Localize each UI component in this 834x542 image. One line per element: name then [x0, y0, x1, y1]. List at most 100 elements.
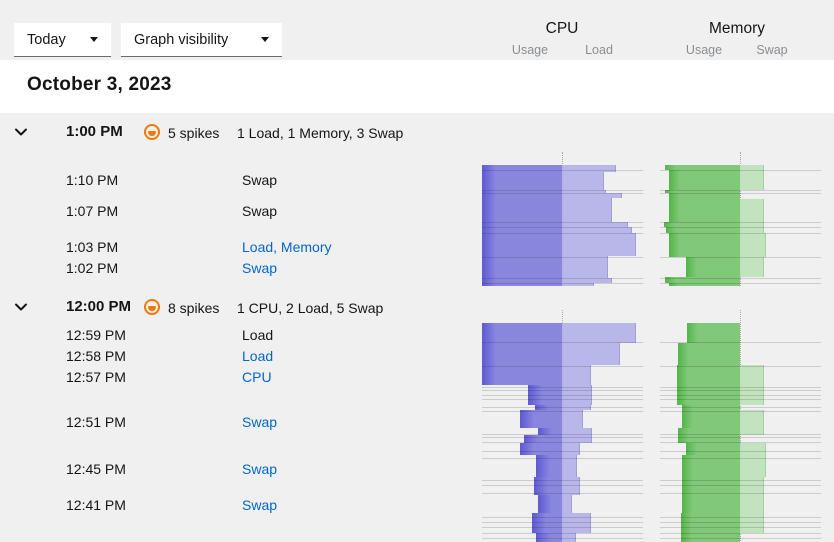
cpu-usage-slice: [524, 435, 562, 443]
event-gridline: [660, 193, 821, 194]
event-gridline: [482, 458, 643, 459]
memory-usage-slice: [687, 323, 740, 343]
event-time: 12:45 PM: [66, 461, 126, 477]
chevron-down-icon[interactable]: [12, 124, 30, 142]
cpu-history-chart: [482, 165, 643, 286]
event-gridline: [660, 480, 821, 481]
cpu-load-slice: [562, 365, 591, 385]
event-type-link[interactable]: Swap: [242, 461, 278, 477]
event-type-label: Load: [242, 327, 274, 343]
event-time: 12:51 PM: [66, 414, 126, 430]
cpu-usage-slice: [482, 233, 562, 256]
cpu-load-slice: [562, 405, 591, 410]
cpu-load-slice: [562, 495, 572, 513]
event-type-link[interactable]: Swap: [242, 260, 278, 276]
event-gridline: [660, 434, 821, 435]
event-type-link[interactable]: CPU: [242, 369, 272, 385]
memory-usage-slice: [669, 170, 740, 190]
event-gridline: [482, 522, 643, 523]
cpu-load-slice: [562, 222, 628, 227]
cpu-usage-slice: [482, 227, 562, 233]
spike-count: 5 spikes: [168, 125, 220, 141]
cpu-usage-slice: [482, 222, 562, 227]
event-gridline: [482, 170, 643, 171]
event-row: 12:51 PM Swap: [0, 414, 480, 433]
event-row: 1:02 PM Swap: [0, 260, 480, 279]
cpu-usage-slice: [482, 172, 562, 190]
event-time: 1:02 PM: [66, 260, 119, 276]
memory-usage-slice: [666, 227, 740, 233]
event-gridline: [482, 442, 643, 443]
cpu-usage-slice: [534, 477, 562, 495]
event-gridline: [660, 527, 821, 528]
event-gridline: [660, 283, 821, 284]
memory-usage-slice: [677, 365, 740, 385]
event-gridline: [482, 517, 643, 518]
memory-swap-sublabel: Swap: [756, 43, 788, 57]
event-type-link[interactable]: Swap: [242, 414, 278, 430]
cpu-load-slice: [562, 513, 591, 533]
cpu-usage-slice: [482, 323, 562, 343]
spikes-gauge-icon: [144, 299, 160, 315]
memory-usage-slice: [682, 495, 740, 513]
cpu-load-slice: [562, 477, 580, 495]
event-gridline: [660, 366, 821, 367]
cpu-usage-slice: [482, 165, 562, 172]
cpu-usage-slice: [536, 533, 562, 542]
event-gridline: [660, 493, 821, 494]
event-gridline: [482, 233, 643, 234]
event-gridline: [482, 227, 643, 228]
memory-swap-slice: [740, 410, 764, 428]
event-gridline: [660, 533, 821, 534]
spikes-gauge-fill: [148, 131, 156, 136]
date-band: October 3, 2023: [0, 60, 834, 113]
event-gridline: [660, 411, 821, 412]
chevron-down-icon: [90, 37, 98, 42]
cpu-load-slice: [562, 233, 636, 256]
cpu-load-slice: [562, 410, 583, 428]
memory-usage-slice: [686, 257, 740, 277]
event-gridline: [482, 527, 643, 528]
cpu-load-slice: [562, 172, 604, 190]
memory-swap-slice: [740, 257, 764, 277]
event-row: 12:45 PM Swap: [0, 461, 480, 480]
cpu-load-slice: [562, 283, 594, 286]
chevron-down-icon[interactable]: [12, 299, 30, 317]
event-gridline: [482, 411, 643, 412]
hour-label: 12:00 PM: [66, 298, 132, 315]
event-time: 12:58 PM: [66, 348, 126, 364]
event-gridline: [482, 493, 643, 494]
memory-swap-slice: [740, 428, 764, 435]
event-gridline: [660, 257, 821, 258]
event-gridline: [482, 395, 643, 396]
event-type-link[interactable]: Swap: [242, 497, 278, 513]
memory-swap-slice: [740, 443, 766, 455]
metrics-toolbar: Today Graph visibility CPU Usage Load Me…: [0, 0, 834, 60]
event-gridline: [482, 533, 643, 534]
event-gridline: [660, 451, 821, 452]
event-gridline: [660, 522, 821, 523]
memory-swap-slice: [740, 365, 764, 385]
event-gridline: [482, 283, 643, 284]
event-gridline: [482, 193, 643, 194]
event-type-link[interactable]: Load: [242, 348, 274, 364]
cpu-usage-slice: [520, 410, 562, 428]
event-gridline: [660, 387, 821, 388]
memory-usage-slice: [678, 435, 740, 443]
date-filter-dropdown[interactable]: Today: [14, 23, 111, 57]
event-type-link[interactable]: Load, Memory: [242, 239, 332, 255]
graph-visibility-dropdown[interactable]: Graph visibility: [121, 23, 282, 57]
event-gridline: [482, 387, 643, 388]
event-gridline: [660, 407, 821, 408]
date-filter-label: Today: [27, 31, 66, 48]
cpu-usage-slice: [482, 365, 562, 385]
cpu-usage-slice: [520, 443, 562, 455]
cpu-load-sublabel: Load: [585, 43, 613, 57]
cpu-usage-slice: [538, 428, 562, 435]
cpu-usage-slice: [528, 385, 562, 405]
